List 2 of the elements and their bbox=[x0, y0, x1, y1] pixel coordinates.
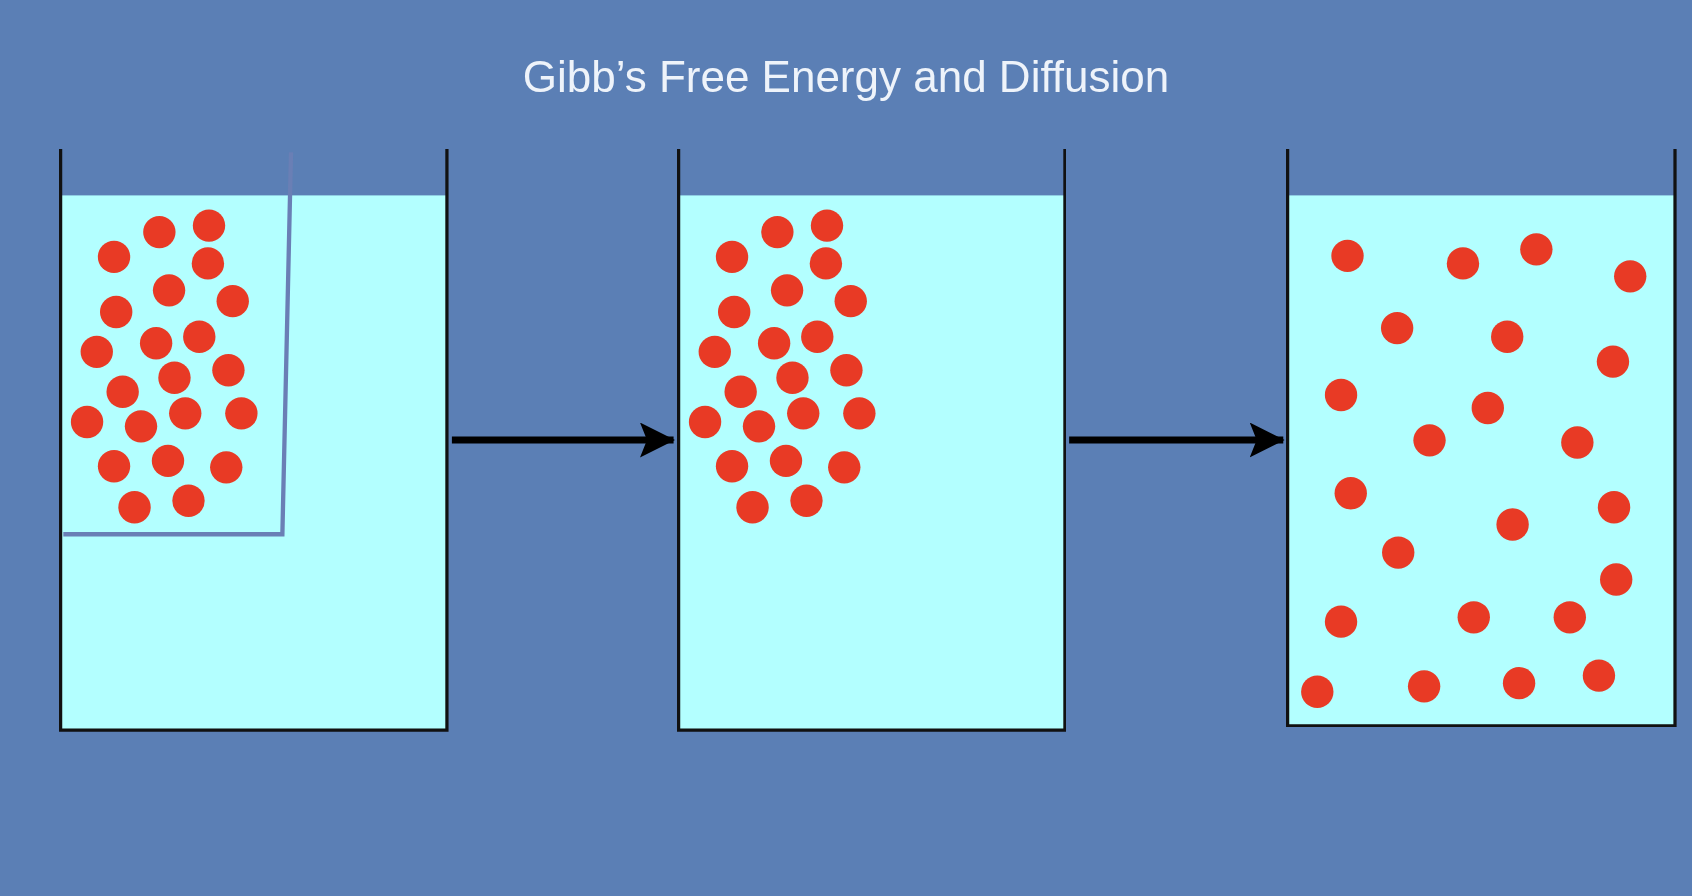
title: Gibb’s Free Energy and Diffusion bbox=[521, 51, 1171, 103]
arrow bbox=[451, 422, 675, 458]
